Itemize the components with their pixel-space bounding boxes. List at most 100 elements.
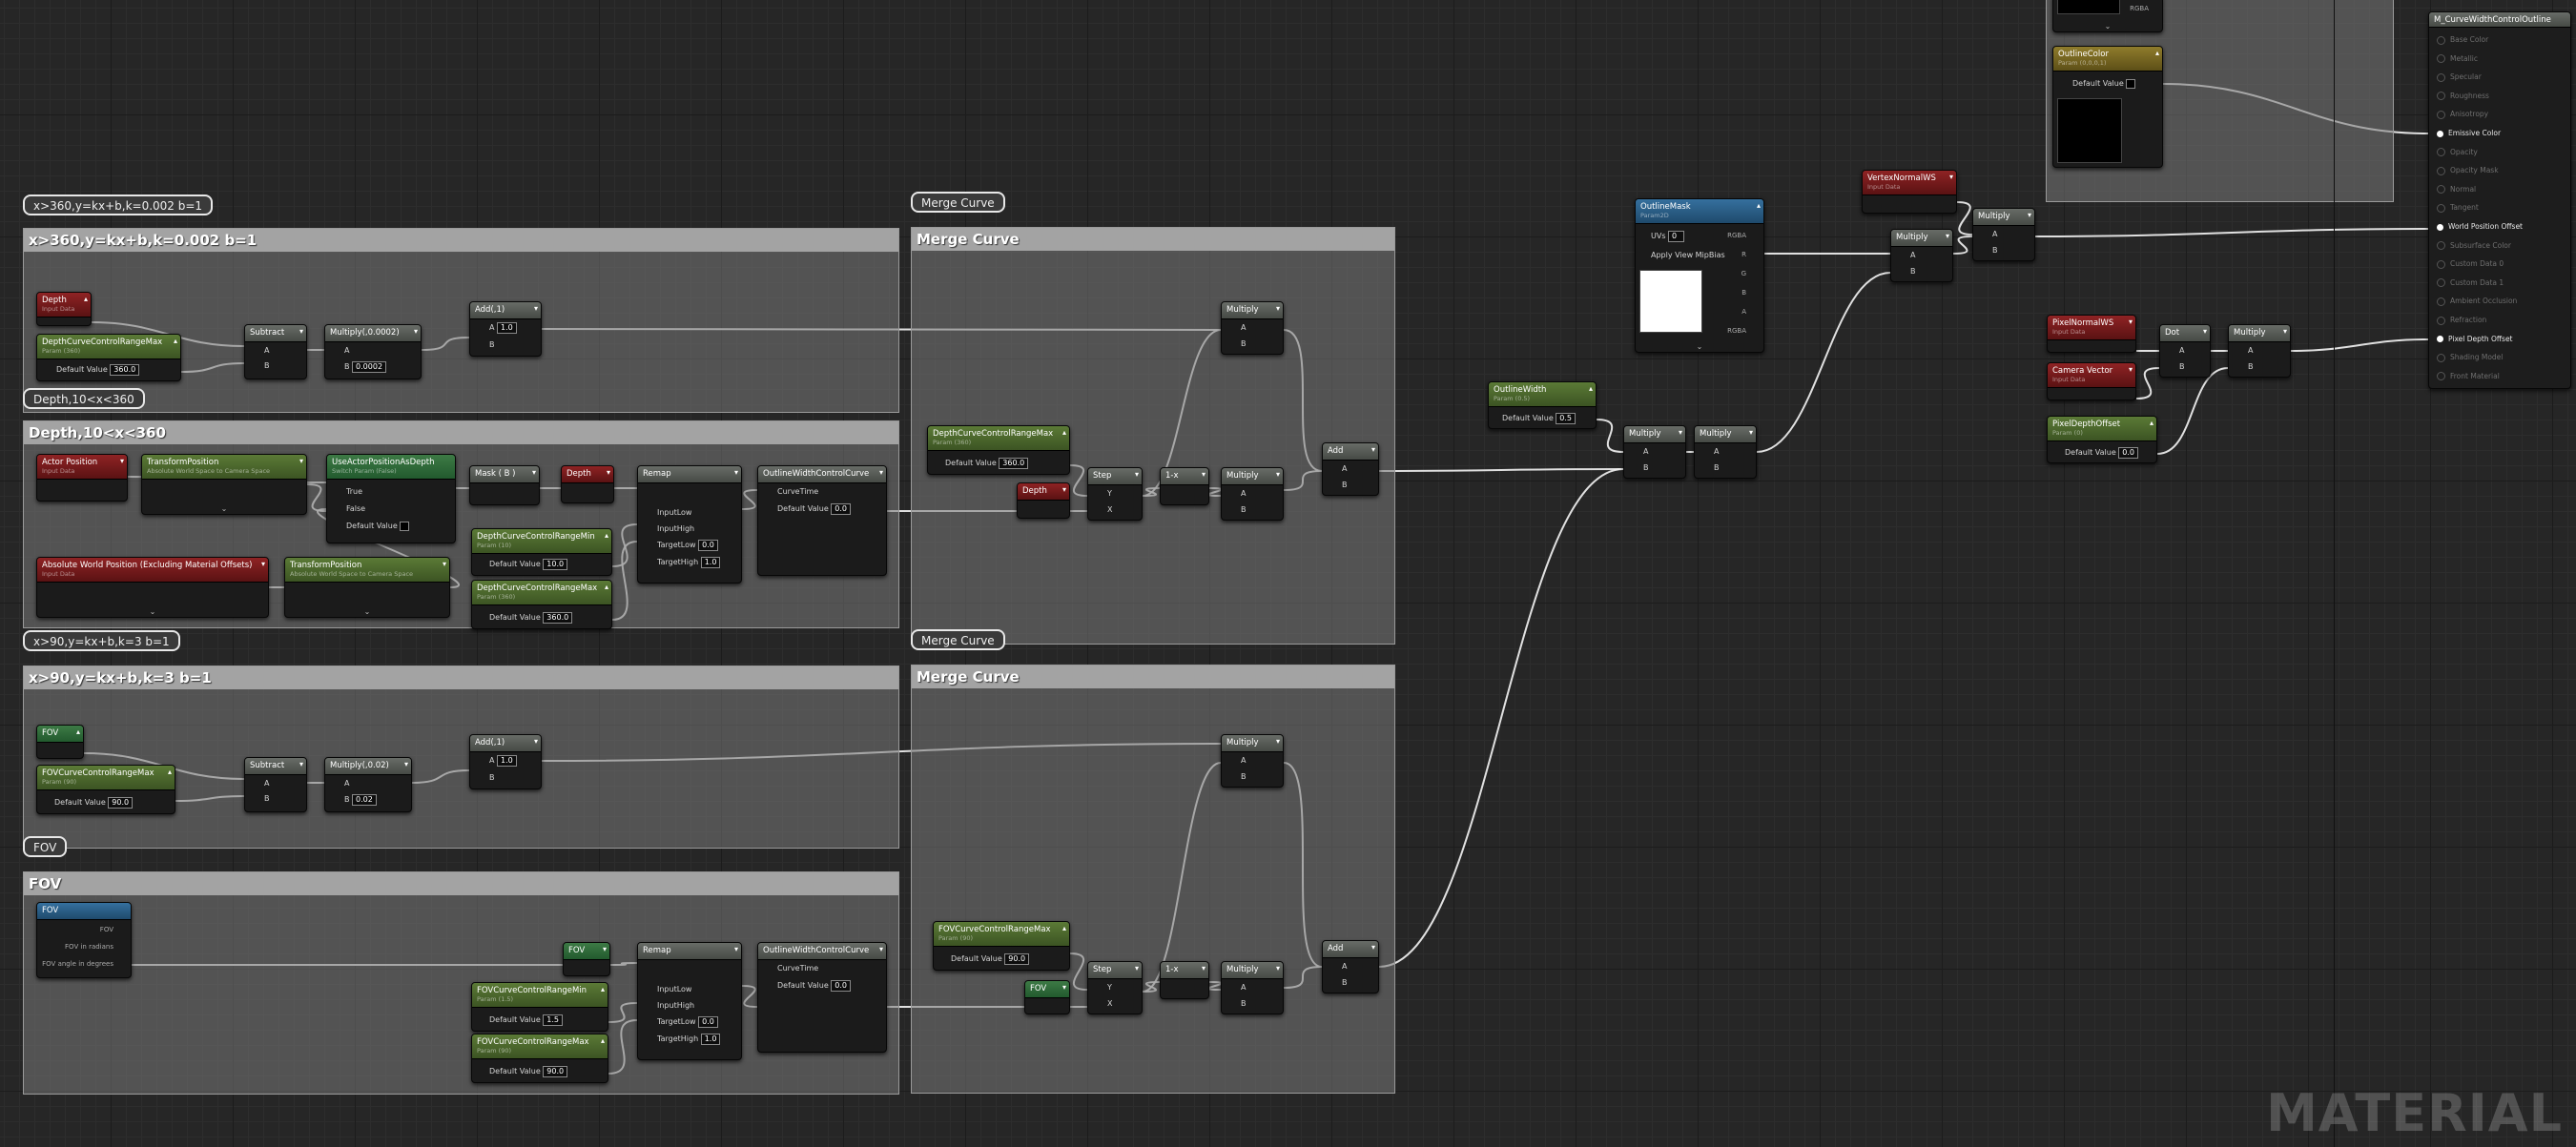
material-pin-tangent[interactable]: Tangent xyxy=(2437,201,2479,215)
a-value-field[interactable]: 1.0 xyxy=(497,321,517,334)
material-pin-base-color[interactable]: Base Color xyxy=(2437,33,2488,47)
default-value-field[interactable]: 0.5 xyxy=(1556,412,1577,424)
color-swatch[interactable] xyxy=(2126,78,2136,89)
outline-width-control-curve-node[interactable]: OutlineWidthControlCurve▾ CurveTime Defa… xyxy=(757,465,887,576)
top-partial-node[interactable]: RGBA ⌄ xyxy=(2052,0,2163,32)
depth-node-2[interactable]: Depth▾ xyxy=(561,465,614,503)
add-node[interactable]: Add(,1)▾ A 1.0 B xyxy=(469,301,542,357)
default-value-field[interactable]: 360.0 xyxy=(543,611,573,624)
material-pin-emissive-color[interactable]: Emissive Color xyxy=(2437,127,2501,140)
comment-fov-remap[interactable]: FOV xyxy=(23,871,899,1095)
material-pin-specular[interactable]: Specular xyxy=(2437,71,2482,84)
comment-bubble[interactable]: Merge Curve xyxy=(911,629,1005,650)
comment-bubble[interactable]: FOV xyxy=(23,836,68,857)
material-pin-pixel-depth-offset[interactable]: Pixel Depth Offset xyxy=(2437,333,2513,346)
default-value-field[interactable]: 0.0 xyxy=(831,502,852,515)
expand-arrow-icon[interactable]: ⌄ xyxy=(363,607,371,616)
material-pin-custom-data-1[interactable]: Custom Data 1 xyxy=(2437,277,2504,290)
default-value-field[interactable]: 90.0 xyxy=(108,796,134,809)
default-value-field[interactable]: 10.0 xyxy=(543,558,568,570)
multiply-node-2[interactable]: Multiply(,0.02)▾ A B 0.02 xyxy=(324,757,412,812)
target-low-field[interactable]: 0.0 xyxy=(698,539,718,551)
comment-merge-2[interactable]: Merge Curve xyxy=(911,665,1395,1094)
multiply-node[interactable]: Multiply(,0.0002)▾ A B 0.0002 xyxy=(324,324,422,379)
comment-bubble[interactable]: x>90,y=kx+b,k=3 b=1 xyxy=(23,630,180,651)
material-pin-world-position-offset[interactable]: World Position Offset xyxy=(2437,220,2523,234)
default-value-checkbox[interactable] xyxy=(400,521,410,531)
remap-node[interactable]: Remap▾ InputLow InputHigh TargetLow 0.0 … xyxy=(637,465,742,584)
default-value-field[interactable]: 0.0 xyxy=(2118,446,2139,459)
expand-arrow-icon[interactable]: ⌄ xyxy=(149,607,156,616)
one-minus-node-merge1[interactable]: 1-x▾ xyxy=(1160,467,1209,505)
material-pin-refraction[interactable]: Refraction xyxy=(2437,314,2486,327)
b-value-field[interactable]: 0.02 xyxy=(352,793,377,806)
comment-bubble[interactable]: Merge Curve xyxy=(911,192,1005,213)
comment-bubble[interactable]: x>360,y=kx+b,k=0.002 b=1 xyxy=(23,195,214,215)
material-pin-front-material[interactable]: Front Material xyxy=(2437,370,2500,383)
fov-node-merge2[interactable]: FOV▾ xyxy=(1024,980,1070,1014)
material-pin-subsurface-color[interactable]: Subsurface Color xyxy=(2437,239,2511,253)
target-high-field[interactable]: 1.0 xyxy=(700,1033,721,1045)
fov-output-node[interactable]: FOV FOV FOV in radians FOV angle in degr… xyxy=(36,902,132,978)
uvs-field[interactable]: 0 xyxy=(1668,230,1685,242)
default-value-field[interactable]: 90.0 xyxy=(1004,952,1030,965)
fov-node-2[interactable]: FOV▾ xyxy=(563,942,610,976)
expand-arrow-icon[interactable]: ⌄ xyxy=(2104,22,2112,31)
target-high-field[interactable]: 1.0 xyxy=(700,556,721,568)
depth-node-merge1[interactable]: Depth▾ xyxy=(1017,482,1070,519)
default-value-field[interactable]: 0.0 xyxy=(831,979,852,992)
material-pin-normal[interactable]: Normal xyxy=(2437,183,2476,196)
a-value-field[interactable]: 1.0 xyxy=(497,754,517,767)
default-value-field[interactable]: 1.5 xyxy=(543,1014,564,1026)
material-pin-metallic[interactable]: Metallic xyxy=(2437,52,2478,66)
mask-node[interactable]: Mask ( B )▾ xyxy=(469,465,540,505)
material-pin-ambient-occlusion[interactable]: Ambient Occlusion xyxy=(2437,295,2517,308)
material-pin-shading-model[interactable]: Shading Model xyxy=(2437,351,2503,364)
default-value-field[interactable]: 90.0 xyxy=(543,1065,568,1077)
outline-width-control-curve-node-2[interactable]: OutlineWidthControlCurve▾ CurveTime Defa… xyxy=(757,942,887,1053)
fov-node[interactable]: FOV▴ xyxy=(36,725,84,759)
material-pin-roughness[interactable]: Roughness xyxy=(2437,90,2489,103)
target-low-field[interactable]: 0.0 xyxy=(698,1015,718,1028)
material-pin-custom-data-0[interactable]: Custom Data 0 xyxy=(2437,257,2504,271)
material-pin-opacity[interactable]: Opacity xyxy=(2437,146,2478,159)
default-value-field[interactable]: 360.0 xyxy=(999,457,1029,469)
absolute-world-position-node[interactable]: Absolute World Position (Excluding Mater… xyxy=(36,557,269,618)
comment-bubble[interactable]: Depth,10<x<360 xyxy=(23,388,145,409)
default-value-field[interactable]: 360.0 xyxy=(110,363,140,376)
